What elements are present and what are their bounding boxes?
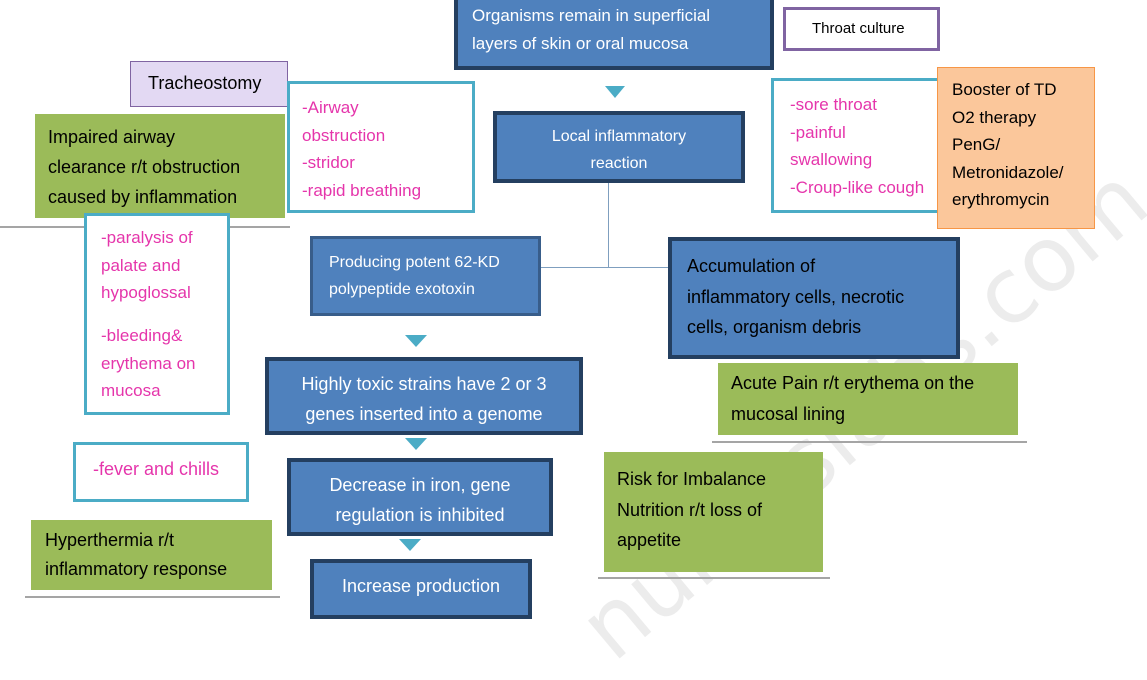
node-treatment: Booster of TD O2 therapy PenG/ Metronida…	[937, 67, 1095, 229]
node-nutrition-text: Risk for Imbalance Nutrition r/t loss of…	[617, 469, 767, 550]
node-superficial-text: Organisms remain in superficial layers o…	[472, 6, 711, 53]
node-superficial: Organisms remain in superficial layers o…	[454, 0, 774, 70]
node-accumulation: Accumulation of inflammatory cells, necr…	[668, 237, 960, 359]
arrow-down-2	[405, 335, 427, 347]
node-fever-text: -fever and chills	[93, 459, 220, 479]
node-tracheostomy-text: Tracheostomy	[148, 73, 262, 93]
node-nutrition: Risk for Imbalance Nutrition r/t loss of…	[604, 452, 823, 572]
node-acute-pain-text: Acute Pain r/t erythema on the mucosal l…	[731, 373, 975, 424]
node-iron-text: Decrease in iron, gene regulation is inh…	[329, 475, 511, 525]
node-paralysis-bleeding: -paralysis of palate and hypoglossal -bl…	[84, 213, 230, 415]
node-toxic-strains-text: Highly toxic strains have 2 or 3 genes i…	[301, 374, 547, 424]
node-increase-production-text: Increase production	[341, 576, 501, 596]
node-bleeding-text: -bleeding& erythema on mucosa	[101, 326, 196, 400]
underline-hyperthermia	[25, 596, 280, 598]
node-paralysis-text: -paralysis of palate and hypoglossal	[101, 228, 193, 302]
node-fever: -fever and chills	[73, 442, 249, 502]
node-impaired-airway-text: Impaired airway clearance r/t obstructio…	[48, 127, 241, 207]
node-hyperthermia: Hyperthermia r/t inflammatory response	[31, 520, 272, 590]
node-hyperthermia-text: Hyperthermia r/t inflammatory response	[45, 530, 228, 579]
arrow-down-1	[605, 86, 625, 98]
node-throat-symptoms: -sore throat -painful swallowing -Croup-…	[771, 78, 949, 213]
node-increase-production: Increase production	[310, 559, 532, 619]
node-local-inflammatory-text: Local inflammatory reaction	[551, 128, 687, 172]
underline-nutrition	[598, 577, 830, 579]
node-treatment-text: Booster of TD O2 therapy PenG/ Metronida…	[952, 80, 1064, 209]
underline-acute-pain	[712, 441, 1027, 443]
node-accumulation-text: Accumulation of inflammatory cells, necr…	[687, 256, 905, 337]
connector-vertical	[608, 183, 609, 268]
connector-horizontal	[541, 267, 671, 268]
arrow-down-3	[405, 438, 427, 450]
arrow-down-4	[399, 539, 421, 551]
node-airway-symptoms-text: -Airway obstruction -stridor -rapid brea…	[302, 98, 422, 200]
node-local-inflammatory: Local inflammatory reaction	[493, 111, 745, 183]
node-toxic-strains: Highly toxic strains have 2 or 3 genes i…	[265, 357, 583, 435]
node-throat-culture-text: Throat culture	[812, 20, 905, 37]
node-exotoxin: Producing potent 62-KD polypeptide exoto…	[310, 236, 541, 316]
node-iron: Decrease in iron, gene regulation is inh…	[287, 458, 553, 536]
node-exotoxin-text: Producing potent 62-KD polypeptide exoto…	[329, 254, 500, 298]
node-throat-symptoms-text: -sore throat -painful swallowing -Croup-…	[790, 95, 925, 197]
node-impaired-airway: Impaired airway clearance r/t obstructio…	[35, 114, 285, 218]
node-airway-symptoms: -Airway obstruction -stridor -rapid brea…	[287, 81, 475, 213]
node-throat-culture: Throat culture	[783, 7, 940, 51]
node-acute-pain: Acute Pain r/t erythema on the mucosal l…	[718, 363, 1018, 435]
node-tracheostomy: Tracheostomy	[130, 61, 288, 107]
